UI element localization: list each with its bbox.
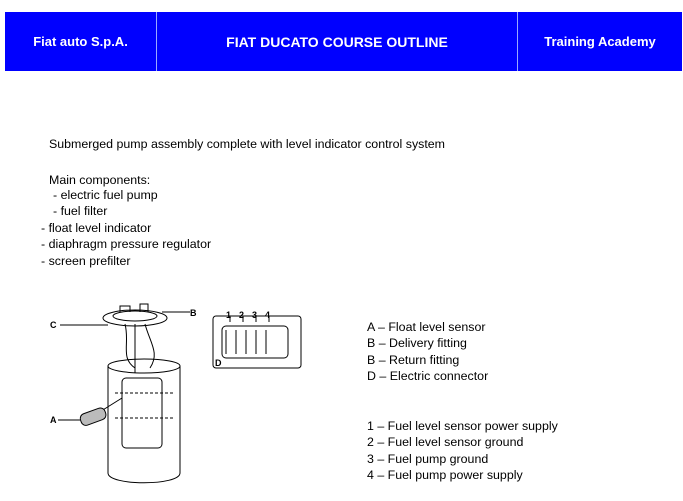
pump-assembly-diagram: C B A D 1 2 3 4 [50, 303, 302, 484]
legend-numbers: 1 – Fuel level sensor power supply 2 – F… [367, 419, 558, 484]
document-title: FIAT DUCATO COURSE OUTLINE [156, 12, 517, 71]
company-name: Fiat auto S.p.A. [5, 12, 156, 71]
diagram-label-c: C [50, 320, 57, 330]
component-item: - electric fuel pump [53, 188, 158, 202]
legend-letters: A – Float level sensor B – Delivery fitt… [367, 320, 488, 385]
legend-item: 4 – Fuel pump power supply [367, 467, 523, 482]
diagram-label-d: D [215, 358, 222, 368]
legend-item: A – Float level sensor [367, 320, 486, 334]
legend-item: 1 – Fuel level sensor power supply [367, 419, 558, 433]
legend-item: 2 – Fuel level sensor ground [367, 435, 524, 450]
department-name: Training Academy [517, 12, 682, 71]
pin-label-1: 1 [226, 310, 231, 320]
legend-item: D – Electric connector [367, 368, 489, 383]
pin-label-4: 4 [265, 310, 270, 320]
component-item: - float level indicator [41, 221, 152, 235]
intro-text: Submerged pump assembly complete with le… [49, 137, 445, 151]
legend-item: B – Delivery fitting [367, 336, 467, 351]
legend-item: B – Return fitting [367, 352, 460, 367]
component-item: - fuel filter [53, 204, 108, 218]
diagram-label-a: A [50, 415, 57, 425]
header-bar: Fiat auto S.p.A. FIAT DUCATO COURSE OUTL… [5, 12, 682, 71]
component-item: - diaphragm pressure regulator [41, 237, 212, 251]
component-item: - screen prefilter [41, 254, 131, 268]
components-title: Main components: [49, 173, 151, 187]
legend-item: 3 – Fuel pump ground [367, 451, 489, 466]
diagram-label-b: B [190, 308, 197, 318]
pin-label-3: 3 [252, 310, 257, 320]
pin-label-2: 2 [239, 310, 244, 320]
